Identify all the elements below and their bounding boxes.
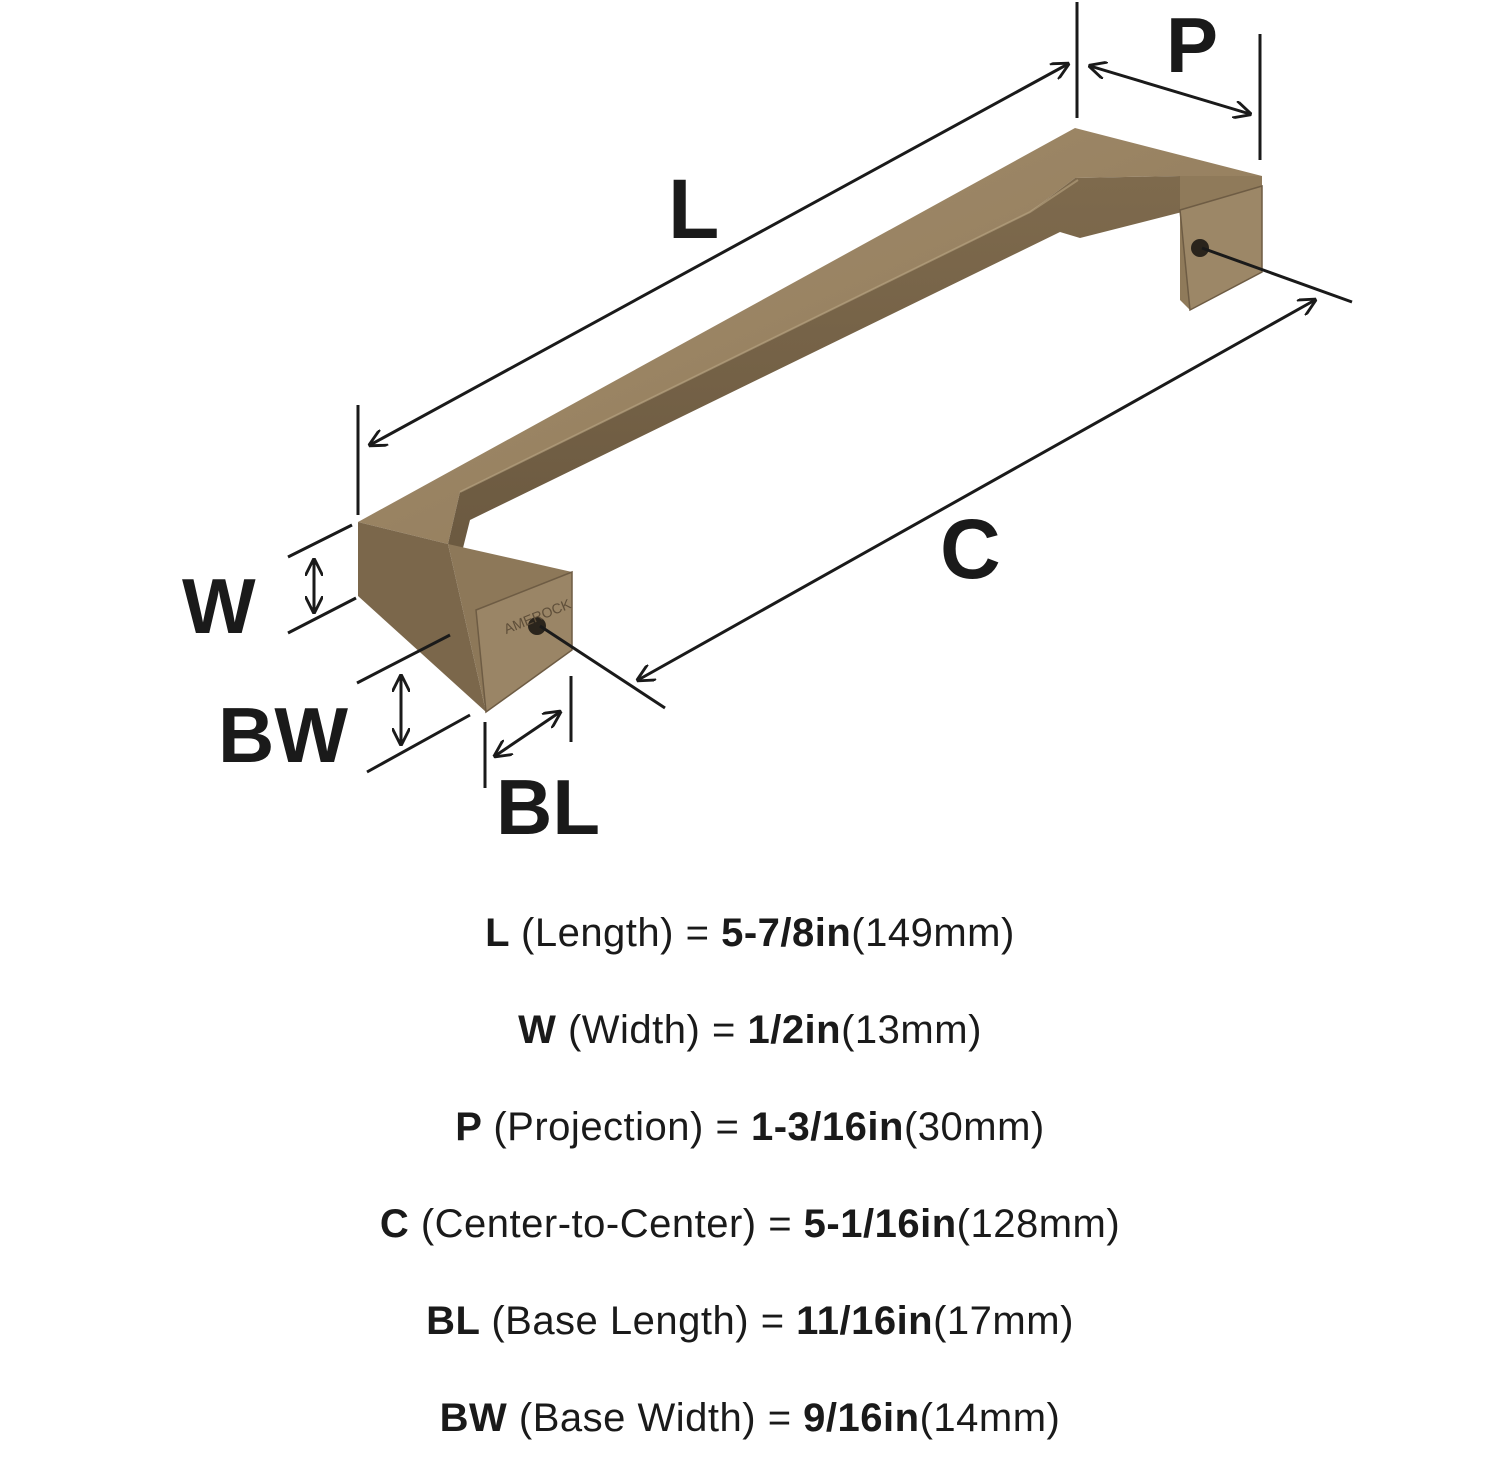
spec-imperial: 5-7/8in xyxy=(721,911,852,955)
spec-metric: (149mm) xyxy=(851,911,1015,955)
spec-metric: (17mm) xyxy=(933,1299,1074,1343)
spec-metric: (30mm) xyxy=(903,1105,1045,1149)
spec-metric: (13mm) xyxy=(841,1008,982,1052)
spec-symbol: P xyxy=(455,1105,494,1149)
label-L: L xyxy=(668,162,719,256)
spec-row-base-length: BL (Base Length) = 11/16in(17mm) xyxy=(0,1273,1500,1370)
spec-row-length: L (Length) = 5-7/8in(149mm) xyxy=(0,885,1500,982)
left-screw-hole xyxy=(528,617,546,635)
label-BW: BW xyxy=(218,691,348,779)
spec-row-center-to-center: C (Center-to-Center) = 5-1/16in(128mm) xyxy=(0,1176,1500,1273)
label-W: W xyxy=(182,562,256,650)
spec-imperial: 5-1/16in xyxy=(803,1202,957,1246)
right-base-end xyxy=(1179,184,1263,312)
label-P: P xyxy=(1166,1,1218,89)
handle-bar-top xyxy=(358,128,1262,544)
spec-symbol: C xyxy=(379,1202,421,1246)
left-base-end xyxy=(475,570,573,714)
right-screw-hole xyxy=(1191,239,1209,257)
spec-symbol: L xyxy=(485,911,521,955)
handle-bar-front xyxy=(448,176,1190,560)
spec-imperial: 1-3/16in xyxy=(750,1105,904,1149)
spec-imperial: 11/16in xyxy=(796,1299,934,1343)
spec-symbol: BL xyxy=(426,1299,492,1343)
spec-description: (Base Length) = xyxy=(491,1299,797,1343)
handle-dimension-diagram: AMEROCK L P C W BW BL xyxy=(182,1,1353,851)
spec-row-projection: P (Projection) = 1-3/16in(30mm) xyxy=(0,1079,1500,1176)
left-leg-side xyxy=(358,522,486,712)
spec-description: (Center-to-Center) = xyxy=(420,1202,804,1246)
spec-row-base-width: BW (Base Width) = 9/16in(14mm) xyxy=(0,1370,1500,1467)
spec-description: (Length) = xyxy=(521,911,722,955)
spec-metric: (14mm) xyxy=(919,1396,1061,1440)
spec-imperial: 1/2in xyxy=(747,1008,842,1052)
spec-symbol: W xyxy=(518,1008,568,1052)
dimension-lines xyxy=(287,2,1353,788)
spec-description: (Projection) = xyxy=(493,1105,751,1149)
spec-metric: (128mm) xyxy=(956,1202,1121,1246)
dimension-spec-list: L (Length) = 5-7/8in(149mm) W (Width) = … xyxy=(0,885,1500,1467)
label-C: C xyxy=(940,502,1001,596)
spec-description: (Width) = xyxy=(567,1008,748,1052)
spec-row-width: W (Width) = 1/2in(13mm) xyxy=(0,982,1500,1079)
spec-symbol: BW xyxy=(439,1396,519,1440)
spec-description: (Base Width) = xyxy=(518,1396,804,1440)
spec-imperial: 9/16in xyxy=(803,1396,920,1440)
label-BL: BL xyxy=(496,763,600,851)
cabinet-pull-handle: AMEROCK xyxy=(358,128,1263,714)
